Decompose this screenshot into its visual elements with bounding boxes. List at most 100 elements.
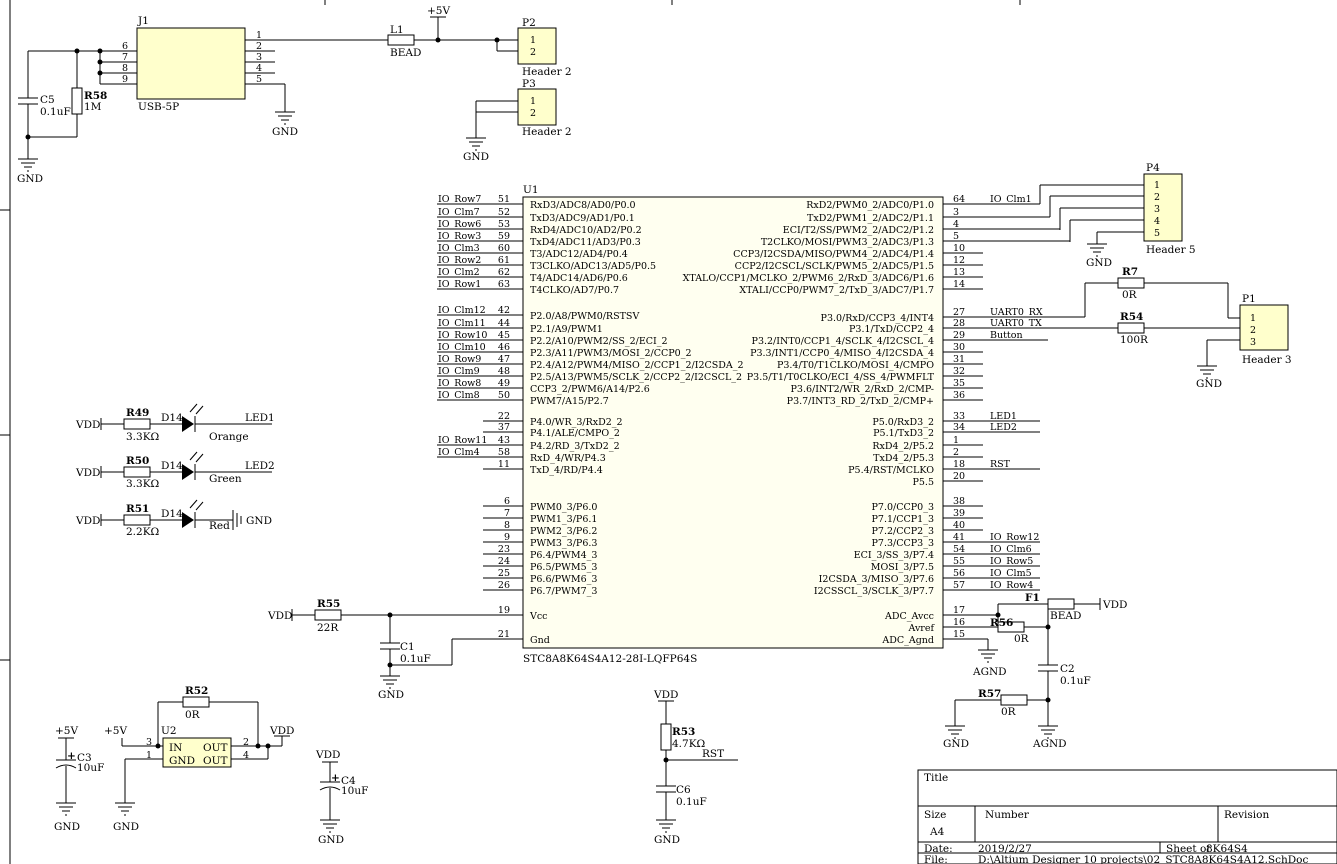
u2-body [162,737,232,768]
c1-value: 0.1uF [400,653,431,665]
c5-value: 0.1uF [40,106,71,118]
u1-pin-number: 36 [953,390,965,401]
gnd-label: GND [463,151,489,163]
net-label: IO_Clm12 [438,305,486,316]
u1-pin-number: 19 [498,605,510,616]
header-p4: GND P4 1 2 3 4 5 Header 5 [1039,162,1196,269]
u1-pin-name: P5.4/RST/MCLKO [848,465,934,476]
p4-pin-3: 3 [1154,204,1160,215]
u1-power: VDD R55 22R C1 0.1uF GND [267,598,523,701]
u1-pin-name: PWM1_3/P6.1 [530,514,597,525]
gnd-label: GND [943,738,969,750]
u1-pin-name: P7.2/CCP2_3 [872,526,934,537]
net-label: IO_Clm8 [438,390,480,401]
net-label: IO_Row1 [438,279,481,290]
u1-pin-number: 39 [953,508,965,519]
p3-pin-2: 2 [530,108,536,119]
c2-value: 0.1uF [1060,675,1091,687]
u1-pin-name: ECI_3/SS_3/P7.4 [854,550,934,561]
u1-pin-number: 53 [498,219,510,230]
c1-ref: C1 [400,641,415,653]
u1-pin-name: ECI/T2/SS/PWM2_2/ADC2/P1.2 [783,225,934,236]
vdd-label: VDD [75,515,100,527]
u1-pin-name: T2CLKO/MOSI/PWM3_2/ADC3/P1.3 [761,237,934,248]
j1-pin-8: 8 [122,63,128,74]
u1-pin-name: RxD_4/WR/P4.3 [530,453,606,464]
r50-ref: R50 [126,455,149,467]
j1-pin-1: 1 [256,30,262,41]
p2-pin-2: 2 [530,47,536,58]
u1-pin-number: 55 [953,556,965,567]
u1-pin-name: P4.2/RD_3/TxD2_2 [530,441,620,452]
u1-pin-name: PWM7/A15/P2.7 [530,396,609,407]
u1-pin-number: 43 [498,435,510,446]
net-label: IO_Row9 [438,354,481,365]
r55-value: 22R [317,622,339,634]
r56-ref: R56 [990,617,1013,629]
u1-pin-name: P2.1/A9/PWM1 [530,324,603,335]
r54-value: 100R [1120,334,1149,346]
gnd-symbol [56,802,76,816]
net-label: IO_Clm1 [990,194,1032,205]
u1-pin-name: MOSI_3/P7.5 [871,562,934,573]
j1-pin-6: 6 [122,41,128,52]
r57-value: 0R [1001,706,1017,718]
u1-pin-name: P3.3/INT1/CCP0_4/MISO_4/I2CSDA_4 [750,348,934,359]
u1-pin-name: P7.3/CCP3_3 [872,538,934,549]
u1-pin-number: 27 [953,307,965,318]
u1-pin-number: 57 [953,580,965,591]
gnd-symbol [380,675,400,689]
r50-value: 3.3KΩ [126,478,160,490]
u1-pin-number: 31 [953,354,965,365]
u1-pin-number: 54 [953,544,965,555]
u1-pin-name: P6.4/PWM4_3 [530,550,597,561]
r57-body [1000,694,1028,706]
u1-pin-number: 21 [498,629,510,640]
u1-pin-number: 35 [953,378,965,389]
net-label: LED2 [990,422,1017,433]
u1-pin-name: P3.5/T1/T0CLKO/ECI_4/SS_4/PWMFLT [747,372,935,383]
p2-pin-1: 1 [530,35,536,46]
r51-body [123,514,151,526]
gnd-label: GND [54,821,80,833]
u1-pin-name: I2CSSCL_3/SCLK_3/P7.7 [814,586,934,597]
net-label: LED1 [990,411,1017,422]
p4-pin-1: 1 [1154,180,1160,191]
p2-body [517,27,557,65]
u1-pin-number: 13 [953,267,965,278]
r7-ref: R7 [1122,266,1138,278]
usb-section: J1 USB-5P 1 2 3 4 5 6 7 8 9 R58 1M [17,5,572,185]
u1-pin-number: 63 [498,279,510,290]
led-color-orange: Orange [209,431,249,443]
u1-pin-name: Gnd [530,635,550,646]
net-label: RST [990,459,1011,470]
u1-pin-number: 46 [498,342,510,353]
u1-pin-name: P2.0/A8/PWM0/RSTSV [530,311,639,322]
u1-pin-number: 14 [953,279,965,290]
u1-pin-name: PWM2_3/P6.2 [530,526,597,537]
net-label: IO_Clm4 [438,447,480,458]
u1-value: STC8A8K64S4A12-28I-LQFP64S [523,653,697,665]
r58-body [71,87,83,115]
j1-pin-3: 3 [256,52,262,63]
u1-pin-name: I2CSDA_3/MISO_3/P7.6 [819,574,934,585]
j1-body [136,27,246,100]
j1-pin-4: 4 [256,63,262,74]
p1-body [1239,304,1289,351]
u1-pin-number: 47 [498,354,510,365]
net-label: IO_Row12 [990,532,1039,543]
u1-pin-name: P3.1/TxD/CCP2_4 [849,324,934,335]
u1-pin-name: TxD2/PWM1_2/ADC2/P1.1 [807,213,934,224]
p4-pin-4: 4 [1154,216,1160,227]
u1-pin-name: XTALI/CCP0/PWM7_2/TxD_3/ADC7/P1.7 [739,285,934,296]
tb-sheet-label: Sheet of [1166,843,1211,855]
r51-ref: R51 [126,503,149,515]
u2-in: IN [169,742,182,754]
c2-ref: C2 [1060,663,1075,675]
net-label: IO_Clm3 [438,243,480,254]
p1-pin-1: 1 [1250,313,1256,324]
u1-pin-number: 58 [498,447,510,458]
d14-ref: D14 [161,508,183,520]
gnd-label: GND [17,173,43,185]
u1-pin-name: P2.2/A10/PWM2/SS_2/ECI_2 [530,336,668,347]
